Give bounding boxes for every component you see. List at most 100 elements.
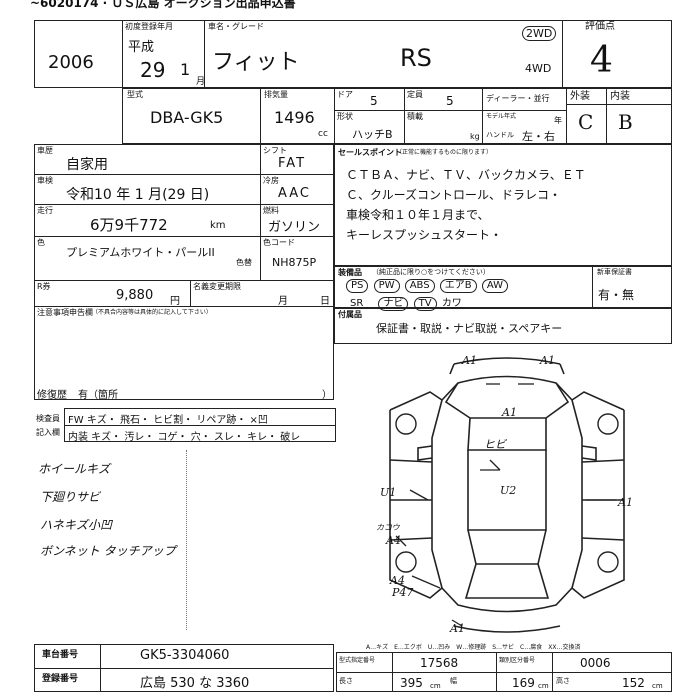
name-grade-label: 車名・グレード <box>208 22 264 31</box>
class-label: 類別区分番号 <box>499 657 536 664</box>
diagram-mark-a1-front-left: A1 <box>461 354 477 367</box>
shape: ハッチB <box>352 128 393 141</box>
hw-note-1: ホイールキズ <box>38 462 111 476</box>
first-reg-label: 初度登録年月 <box>125 22 173 31</box>
width-label: 幅 <box>450 677 457 685</box>
sales-point-sub: （正常に機能するものに限ります） <box>396 149 493 156</box>
door-label: ドア <box>337 90 353 99</box>
chassis-label: 車台番号 <box>42 650 79 660</box>
drive-4wd: 4WD <box>525 62 552 75</box>
car-damage-diagram: A1 A1 A1 ヒビ U1 U2 A1 カコウ A4 A4 P47 A1 <box>376 354 633 635</box>
equip-leather: カワ <box>441 298 462 309</box>
new-car-warranty-label: 新車保証書 <box>597 268 632 276</box>
weight-label: 積載 <box>407 112 423 121</box>
equip-abs: ABS <box>404 279 435 293</box>
hw-note-3: ハネキズ小凹 <box>40 518 113 532</box>
name-change-month: 月 <box>278 296 288 307</box>
diagram-mark-a1-rear: A1 <box>449 622 465 635</box>
shift: FAT <box>278 156 307 171</box>
drive-2wd: 2WD <box>522 26 557 41</box>
color-code: NH875P <box>272 256 317 269</box>
accessories-label: 付属品 <box>338 310 362 319</box>
accessories-block <box>334 308 672 344</box>
inspector-label-1: 検査員 <box>36 414 60 423</box>
seats: 5 <box>446 94 454 108</box>
color: プレミアムホワイト・パールII <box>66 246 215 259</box>
color-label: 色 <box>37 238 45 247</box>
width-unit: cm <box>538 682 549 690</box>
inspector-row-1: FW キズ・ 飛石・ ヒビ割・ リペア跡・ ×凹 <box>68 415 268 426</box>
interior-grade: B <box>618 110 633 134</box>
model-code: DBA-GK5 <box>150 108 224 127</box>
equip-aw: AW <box>481 279 508 293</box>
equipment-row-1: PS PW ABS エアB AW <box>346 279 510 293</box>
damage-legend: A…キズ E…エクボ U…凹み W…修理跡 S…サビ C…腐食 XX…交換済 <box>366 644 581 651</box>
name-change-day: 日 <box>320 296 330 307</box>
reg-month-unit: 月 <box>196 77 206 87</box>
dealer-label: ディーラー・並行 <box>486 94 550 103</box>
chassis-number: GK5-3304060 <box>140 648 230 663</box>
car-name: フィット <box>212 50 300 75</box>
exterior-label: 外装 <box>570 91 590 102</box>
disp-unit: cc <box>318 129 328 139</box>
inspection-label: 車検 <box>37 176 53 185</box>
weight-unit: kg <box>470 132 480 141</box>
length-label: 長さ <box>339 677 353 685</box>
diagram-mark-u2: U2 <box>500 484 516 497</box>
seat-label: 定員 <box>407 90 423 99</box>
shape-label: 形状 <box>337 112 353 121</box>
sales-line-2: Ｃ、クルーズコントロール、ドラレコ・ <box>346 188 562 202</box>
equipment-sub: （純正品に限り○をつけてください） <box>372 268 490 276</box>
diagram-mark-p47: P47 <box>391 586 413 599</box>
diagram-mark-a1-right: A1 <box>617 496 633 509</box>
equip-sr: SR <box>350 298 364 309</box>
equip-ps: PS <box>346 279 369 293</box>
cert-number: 17568 <box>420 656 459 670</box>
era: 平成 <box>128 40 155 55</box>
repair-value: 有（箇所 <box>78 390 118 401</box>
sales-point-label: セールスポイント <box>338 148 402 157</box>
diagram-mark-a1-hood: A1 <box>501 406 517 419</box>
exterior-grade: C <box>578 110 594 134</box>
ac-label: 冷房 <box>263 176 279 185</box>
recycle-fee: 9,880 <box>116 288 154 303</box>
reg-year: 29 <box>140 58 166 82</box>
vehicle-info-block <box>34 144 334 400</box>
length: 395 <box>400 676 423 690</box>
mileage-unit: km <box>210 220 226 231</box>
equip-pw: PW <box>373 279 400 293</box>
equipment-row-2: SR ナビ TV カワ <box>350 294 462 311</box>
model-label: 型式 <box>127 90 143 99</box>
disp-label: 排気量 <box>264 90 288 99</box>
equip-navi: ナビ <box>378 297 409 311</box>
new-car-warranty: 有・無 <box>598 288 635 302</box>
form-header-text: ~6020174 · ＵＳ広島 オークション出品申込書 <box>30 0 296 10</box>
inspector-row-2: 内装 キズ・ 汚レ・ コゲ・ 穴・ スレ・ キレ・ 破レ <box>68 432 301 443</box>
mileage: 6万9千772 <box>90 216 168 234</box>
usage: 自家用 <box>66 157 108 173</box>
notes-label: 注意事項申告欄 <box>37 308 93 317</box>
doors: 5 <box>370 94 378 108</box>
height-unit: cm <box>652 682 663 690</box>
score-label: 評価点 <box>585 21 615 32</box>
name-change-label: 名義変更期限 <box>193 282 241 291</box>
color-code-label: 色コード <box>263 238 295 247</box>
shift-label: シフト <box>263 146 287 155</box>
usage-label: 車歴 <box>37 146 53 155</box>
score-value: 4 <box>590 40 613 81</box>
spec-row <box>122 88 672 144</box>
equip-airbag: エアB <box>439 279 477 293</box>
diagram-mark-u1: U1 <box>380 486 396 499</box>
repair-close: ） <box>322 390 332 401</box>
diagram-mark-crack: ヒビ <box>484 438 508 451</box>
color-change-label: 色替 <box>236 258 252 267</box>
hw-note-2: 下廻りサビ <box>40 490 101 504</box>
length-unit: cm <box>430 682 441 690</box>
model-year: 2006 <box>48 52 94 73</box>
year-unit: 年 <box>554 116 562 125</box>
recycle-label: R券 <box>37 282 51 291</box>
width: 169 <box>512 676 535 690</box>
grade: RS <box>400 44 432 72</box>
inspection: 令和10 年 1 月(29 日) <box>66 187 210 203</box>
handle-label: ハンドル <box>486 131 514 139</box>
